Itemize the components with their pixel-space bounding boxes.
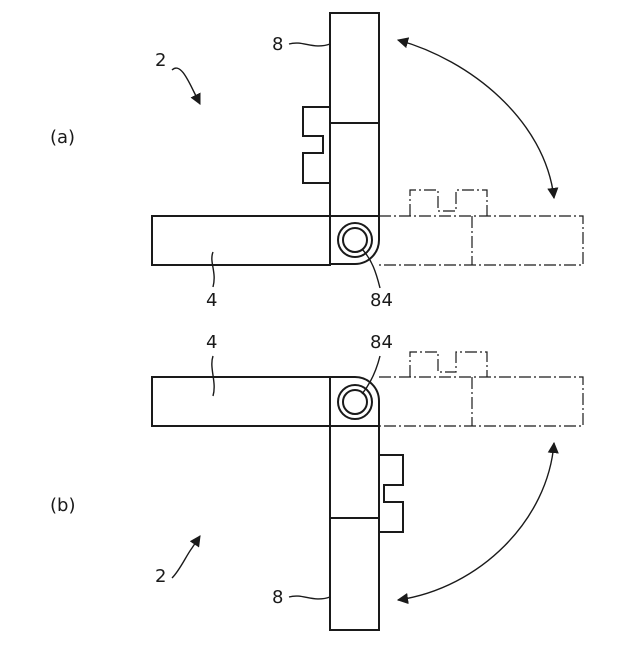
panel-b-base-ref: 4 xyxy=(206,332,217,353)
panel-a-phantom-notch xyxy=(410,190,487,216)
panel-a-part-upper-block xyxy=(330,13,379,123)
panel-b-phantom-outline xyxy=(379,377,583,426)
panel-a-hinge-ref: 84 xyxy=(370,290,393,311)
panel-b-assembly-ref: 2 xyxy=(155,566,166,587)
panel-b-part-ref: 8 xyxy=(272,587,283,608)
panel-a-phantom-part xyxy=(379,190,583,265)
panel-b-part-lower-block xyxy=(330,518,379,630)
panel-a-label: (a) xyxy=(50,127,75,148)
panel-b-phantom-part xyxy=(379,352,583,426)
panel-a-rotating-part xyxy=(303,13,379,218)
panel-b-part-notch xyxy=(379,455,403,532)
panel-b-phantom-notch xyxy=(410,352,487,377)
panel-b-assembly-arrow xyxy=(172,536,200,578)
panel-a-rotation-arrow xyxy=(398,40,554,198)
panel-a-part-notch xyxy=(303,107,330,183)
panel-a-assembly-ref: 2 xyxy=(155,50,166,71)
panel-b-base-part xyxy=(152,377,330,426)
panel-a-base-part xyxy=(152,216,330,265)
panel-b-part-upper-block xyxy=(330,426,379,518)
panel-a-assembly-arrow xyxy=(172,68,200,104)
panel-a-base-ref: 4 xyxy=(206,290,217,311)
panel-a: (a) 2 8 4 84 xyxy=(50,13,583,311)
panel-a-part-leader xyxy=(289,43,330,46)
panel-b-part-leader xyxy=(289,596,330,599)
panel-b-label: (b) xyxy=(50,495,75,516)
panel-a-part-lower-block xyxy=(330,123,379,218)
panel-b-rotation-arrow xyxy=(398,443,554,600)
panel-b-rotating-part xyxy=(330,426,403,630)
panel-b: (b) 2 4 84 8 xyxy=(50,332,583,630)
panel-b-hinge-ref: 84 xyxy=(370,332,393,353)
panel-a-phantom-outline xyxy=(379,216,583,265)
panel-a-part-ref: 8 xyxy=(272,34,283,55)
